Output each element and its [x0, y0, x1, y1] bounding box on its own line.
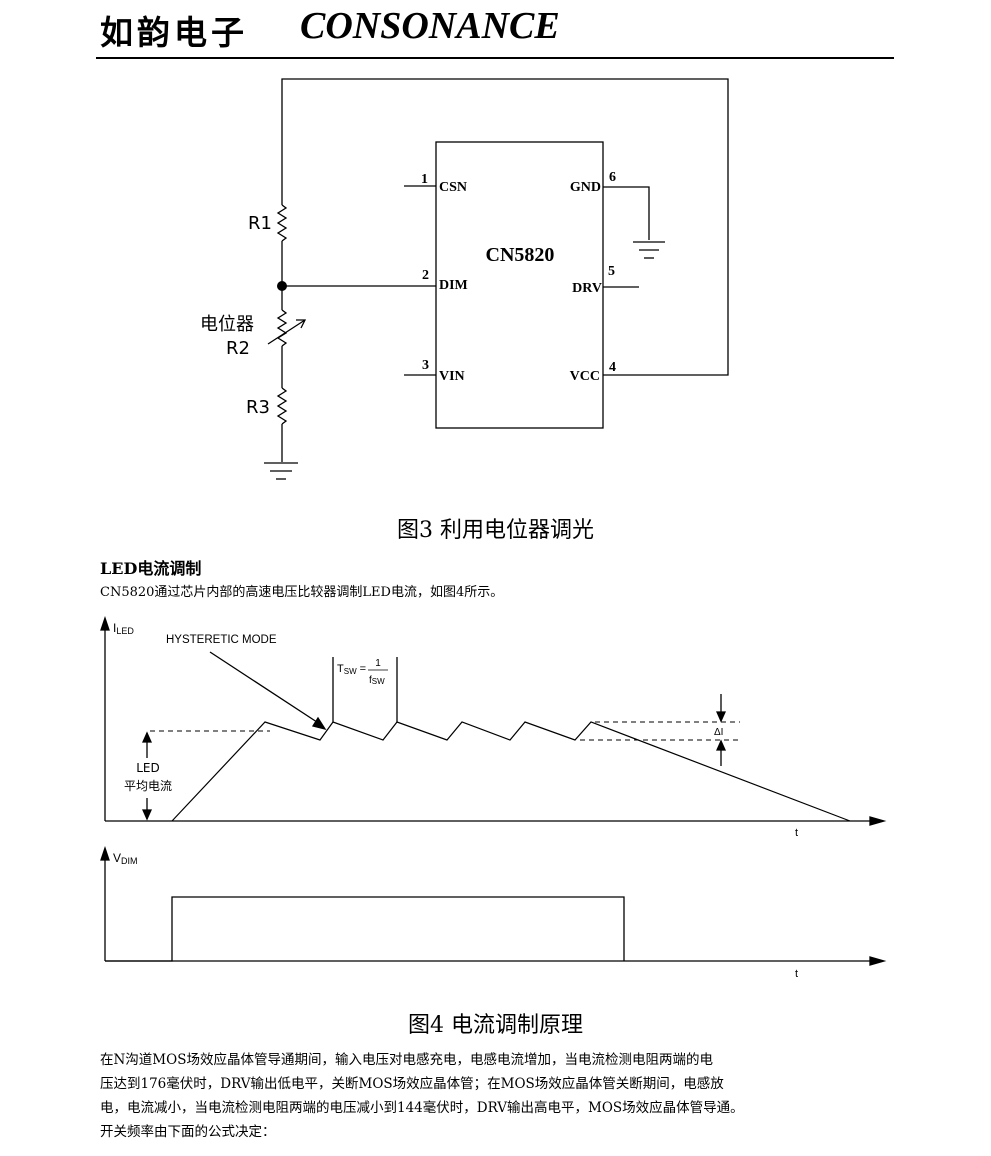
- vdim-y-arrow: [100, 845, 110, 861]
- hysteretic-pointer-head: [311, 716, 327, 731]
- vdim-x-arrow: [869, 956, 887, 966]
- paragraph-line-2: 压达到176毫伏时，DRV输出低电平，关断MOS场效应晶体管；在MOS场效应晶体…: [100, 1076, 724, 1092]
- tsw-denominator: fSW: [369, 675, 385, 686]
- t-label-top: t: [795, 827, 798, 839]
- section-intro: CN5820通过芯片内部的高速电压比较器调制LED电流，如图4所示。: [100, 585, 504, 600]
- gnd-wire: [603, 186, 650, 240]
- paragraph-line-4: 开关频率由下面的公式决定：: [100, 1124, 276, 1140]
- pot-arrow-line: [267, 319, 306, 345]
- figure3-caption: 图3 利用电位器调光: [397, 518, 594, 543]
- pin1-number: 1: [421, 172, 428, 187]
- figure4-waveforms: ILED HYSTERETIC MODE TSW = 1 fSW ΔI t VD…: [100, 615, 887, 980]
- r1-symbol: [276, 204, 288, 242]
- pin5-name: DRV: [572, 281, 602, 296]
- pin4-name: VCC: [570, 369, 600, 384]
- hysteretic-pointer: [209, 651, 324, 727]
- r2-label: R2: [226, 338, 250, 359]
- tsw-numerator: 1: [375, 658, 381, 669]
- paragraph-line-1: 在N沟道MOS场效应晶体管导通期间，输入电压对电感充电，电感电流增加，当电流检测…: [100, 1052, 713, 1068]
- hysteretic-mode-label: HYSTERETIC MODE: [166, 634, 277, 646]
- pin4-number: 4: [609, 360, 616, 375]
- tsw-formula: TSW =: [337, 663, 366, 676]
- figure4-caption: 图4 电流调制原理: [408, 1013, 583, 1038]
- avg-arrow-up-head: [141, 731, 153, 743]
- delta-arrow-bottom-head: [715, 739, 727, 751]
- current-waveform: [171, 721, 851, 822]
- ileg-x-arrow: [869, 816, 887, 826]
- r1-label: R1: [248, 213, 272, 234]
- pin2-name: DIM: [439, 278, 468, 293]
- avg-arrow-down-head: [141, 809, 153, 821]
- pin1-name: CSN: [439, 180, 467, 195]
- pin6-number: 6: [609, 170, 616, 185]
- avg-label-line1: LED: [136, 761, 160, 775]
- pin5-number: 5: [608, 264, 615, 279]
- chip-name: CN5820: [486, 244, 555, 266]
- chip-body: [435, 141, 604, 429]
- pin3-number: 3: [422, 358, 429, 373]
- section-title: LED电流调制: [100, 559, 202, 578]
- r3-symbol: [276, 387, 288, 425]
- delta-arrow-top-head: [715, 711, 727, 723]
- company-name-cn: 如韵电子: [100, 13, 248, 52]
- delta-i-label: ΔI: [714, 727, 723, 738]
- dim-pulse: [105, 896, 625, 962]
- pot-arrow-head: [296, 319, 307, 329]
- r2-symbol: [276, 309, 288, 347]
- vdim-axis-label: VDIM: [113, 851, 138, 866]
- figure3-circuit: CN5820 1 CSN 2 DIM 3 VIN 4 VCC 5 DRV 6 G…: [200, 78, 729, 480]
- feedback-wire: [281, 78, 729, 376]
- company-name-en: CONSONANCE: [300, 5, 560, 47]
- pin2-number: 2: [422, 268, 429, 283]
- pin3-name: VIN: [439, 369, 465, 384]
- junction-dot: [277, 281, 287, 291]
- ileg-y-arrow: [100, 615, 110, 631]
- header-rule: [96, 57, 894, 59]
- pin6-name: GND: [570, 180, 601, 195]
- potentiometer-label: 电位器: [200, 314, 254, 335]
- r3-label: R3: [246, 397, 270, 418]
- paragraph-line-3: 电，电流减小，当电流检测电阻两端的电压减小到144毫伏时，DRV输出高电平，MO…: [100, 1100, 744, 1116]
- avg-label-line2: 平均电流: [124, 779, 172, 793]
- body-paragraph: 在N沟道MOS场效应晶体管导通期间，输入电压对电感充电，电感电流增加，当电流检测…: [100, 1048, 895, 1144]
- t-label-bottom: t: [795, 968, 798, 980]
- ileg-axis-label: ILED: [113, 621, 134, 636]
